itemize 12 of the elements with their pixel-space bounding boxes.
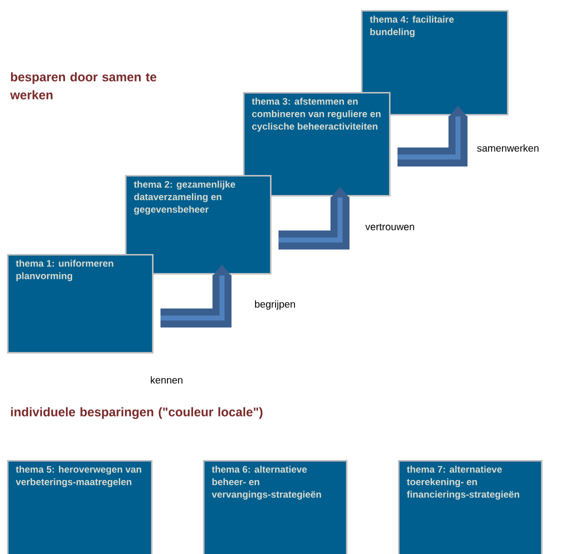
- section-heading: individuele besparingen ("couleur locale"): [11, 407, 262, 419]
- theme-box: thema 5: heroverwegen van verbeterings-maatregelen: [7, 460, 152, 554]
- edge-label: begrijpen: [255, 300, 295, 310]
- theme-box: thema 2: gezamenlijke dataverzameling en gegevensbeheer: [125, 175, 272, 274]
- edge-label: samenwerken: [477, 144, 538, 152]
- edge-label: vertrouwen: [365, 224, 414, 230]
- theme-box: thema 7: alternatieve toerekening- en financierings-strategieën: [398, 460, 542, 554]
- theme-box: thema 6: alternatieve beheer- en vervangings-strategieën: [203, 460, 348, 554]
- theme-box: thema 1: uniformeren planvorming: [7, 254, 154, 354]
- theme-box: thema 3: afstemmen en combineren van reguliere en cyclische beheeractiviteiten: [243, 92, 390, 196]
- step-label: kennen: [150, 376, 182, 384]
- section-heading: besparen door samen te werken: [10, 72, 156, 100]
